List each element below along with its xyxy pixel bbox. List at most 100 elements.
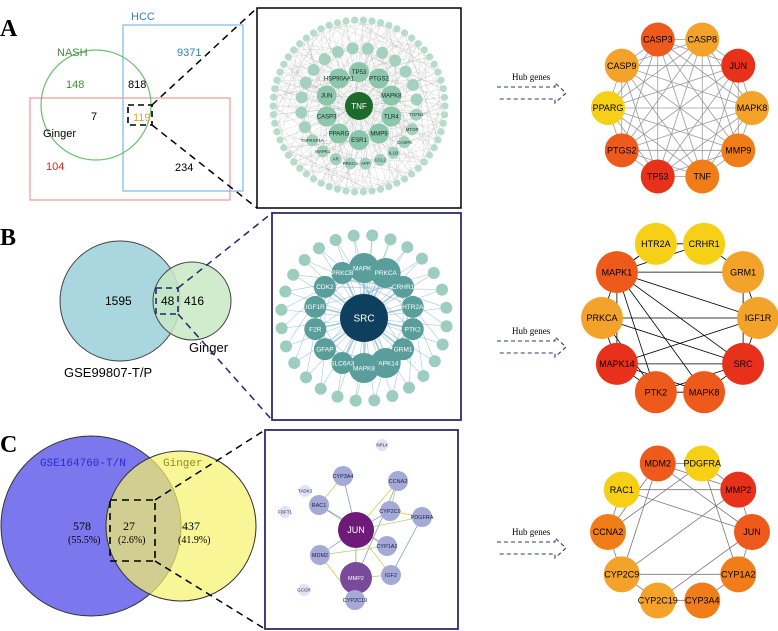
network-a-outer-node (414, 40, 422, 48)
hub-b-node-label: SRC (734, 359, 754, 369)
hub-arrow-a-icon (497, 81, 567, 105)
hub-c-node-label: RAC1 (610, 485, 634, 495)
network-a-inner-node (381, 106, 402, 127)
network-b-inner-node (401, 318, 424, 341)
network-a-outer-node (342, 17, 350, 25)
network-a-mid-node (299, 121, 312, 134)
network-a-inner-node (329, 123, 350, 144)
hub-c-node-label: CYP3A4 (685, 596, 720, 606)
hub-a-node-label: TNF (693, 172, 711, 182)
network-b-inner-label: MAPK1 (353, 265, 375, 272)
hub-b-node (595, 251, 638, 294)
venn-a-ginger-box (29, 97, 231, 201)
network-a-outer-node (309, 29, 318, 37)
venn-a-nash-circle (40, 49, 152, 161)
network-a-outer-node (440, 93, 449, 101)
network-b-outer-node (279, 285, 292, 298)
network-a-outer-node (430, 60, 438, 68)
venn-a-count-hcc-ginger: 234 (175, 162, 193, 174)
arrow-b: Hub genes (497, 326, 567, 359)
hub-c-node-label: CYP2C19 (638, 596, 678, 606)
network-a-outer-node (325, 21, 333, 29)
network-a-inner-label: HSP90AA1 (324, 77, 355, 83)
network-a-outer-node (393, 179, 401, 187)
network-a-outer-node (317, 179, 325, 187)
network-b-outer-node (275, 322, 288, 335)
hub-a-node (604, 48, 639, 83)
network-c-node (333, 466, 353, 486)
network-c-node-label: CYP2C9 (379, 509, 400, 515)
network-b-outer-node (298, 254, 311, 267)
network-b-inner-label: MAPK14 (373, 360, 399, 367)
network-a-inner-label: MMP9 (370, 132, 388, 138)
network-a-inner-label: CASP3 (317, 115, 337, 121)
network-a-inner-node (316, 106, 337, 127)
network-a-mid-node (398, 136, 411, 149)
network-a-outer-node (351, 188, 359, 196)
venn-a-count-nash-ginger: 7 (91, 111, 97, 123)
hub-arrow-a-label: Hub genes (512, 72, 551, 82)
network-a-outer-node (425, 53, 434, 61)
network-a-mid-node (346, 42, 359, 55)
network-c-node (299, 485, 311, 497)
hub-a-node-label: MMP9 (725, 145, 751, 155)
network-a-outer-node (441, 102, 449, 110)
panel-c: C GSE164760-T/N Ginger 578 (55.5%) 27 (2… (0, 429, 770, 630)
network-b-inner-node (331, 352, 354, 375)
panel-c-letter: C (0, 432, 17, 458)
hub-c-node (684, 445, 721, 482)
network-c-node (279, 506, 291, 518)
network-a-outer-node (302, 34, 310, 42)
hub-a-node (604, 133, 639, 168)
network-a-outer-node (414, 164, 422, 172)
network-b-inner-node (313, 338, 336, 361)
venn-a: NASH HCC Ginger 148 818 9371 7 119 104 2… (29, 11, 244, 201)
network-c-node (340, 562, 372, 594)
network-b-inner-label: HTR2A (402, 304, 424, 311)
hub-c-node-label: JUN (743, 527, 761, 537)
network-a-inner-node (381, 85, 402, 106)
venn-c-left-pct: (55.5%) (68, 535, 101, 546)
network-b-outer-node (288, 357, 301, 370)
network-a-mid-node (410, 93, 423, 106)
network-a-mid-node (295, 91, 308, 104)
panel-b-letter: B (0, 225, 16, 251)
hub-c-node (603, 556, 640, 593)
hub-a-node-label: JUN (729, 61, 747, 71)
network-a-center-label: TNF (351, 102, 367, 111)
hub-b-node (634, 222, 677, 265)
venn-c: GSE164760-T/N Ginger 578 (55.5%) 27 (2.6… (0, 435, 257, 617)
network-b-center-label: SRC (353, 314, 374, 325)
zoom-lines-c (154, 429, 266, 630)
network-a-outer-node (296, 40, 304, 48)
network-b-outer-node (314, 382, 327, 395)
hub-a-node-label: CASP3 (643, 35, 673, 45)
hub-c-node (590, 514, 626, 550)
network-b-outer-node (287, 268, 300, 281)
network-b-outer-node (279, 340, 292, 353)
network-a-inner-label: ESR1 (351, 138, 367, 144)
network-a-center-node (345, 92, 373, 120)
network-b-inner-node (304, 318, 327, 341)
venn-a-count-hcc-only: 9371 (177, 47, 201, 59)
network-a-outer-node (290, 158, 298, 166)
network-c-node-label: CCNA2 (389, 479, 408, 485)
network-c-node-label: GCGR (297, 588, 311, 593)
network-c-node (380, 501, 400, 521)
hub-a-node (721, 48, 756, 83)
hub-a-node (640, 22, 675, 57)
network-b: MAPK1PRKCACRHR1HTR2APTK2GRM1MAPK14MAPK8S… (271, 212, 462, 421)
network-a-mid-node (389, 54, 402, 67)
hub-arrow-b-label: Hub genes (512, 326, 551, 336)
network-c-node-label: CYP3A4 (332, 474, 353, 480)
venn-b-right-circle (152, 261, 232, 341)
network-c-node (298, 584, 310, 596)
network-b-inner-label: MAPK8 (353, 365, 375, 372)
network-a-outer-node (296, 164, 304, 172)
network-a: TGFB1MTORCASP8IL1BCCL2APPPRKCAARMAPK1TNF… (256, 7, 462, 209)
network-a-mid-node (406, 123, 419, 136)
network-b-inner-label: PRKCA (374, 270, 397, 277)
network-b-inner-node (349, 353, 379, 383)
hub-c-node-label: MMP2 (725, 485, 751, 495)
